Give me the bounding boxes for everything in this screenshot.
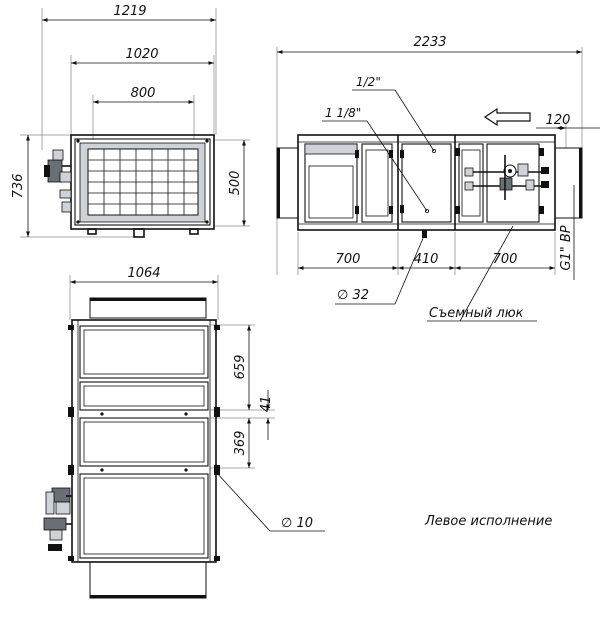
callout-one-eighth: 1 1/8" — [322, 106, 428, 212]
dim-side-outlet: 120 — [536, 113, 600, 130]
dim-section-left: 700 — [298, 252, 398, 270]
side-view: 2233 120 700 410 700 — [276, 35, 600, 322]
dim-label: 1219 — [113, 4, 146, 19]
callout-drain-diameter: ∅ 32 — [335, 235, 425, 305]
filter-grid — [87, 148, 199, 216]
dim-front-opening-height: 500 — [228, 140, 246, 226]
dim-front-width-outer: 1219 — [42, 4, 216, 22]
callout-label: ∅ 32 — [337, 288, 369, 303]
front-view: 1219 1020 800 736 500 — [11, 4, 250, 238]
callout-half-inch: 1/2" — [352, 75, 435, 152]
dim-label: 410 — [414, 252, 439, 267]
valve-assembly-icon — [44, 149, 72, 213]
callout-thread-g1: G1" ВР — [559, 185, 575, 280]
callout-mount-hole: ∅ 10 — [215, 471, 325, 532]
valve-assembly-icon — [43, 487, 72, 551]
dim-front-width-mid: 1020 — [71, 47, 214, 65]
dim-label: 41 — [259, 396, 274, 413]
callout-label: G1" ВР — [559, 225, 574, 270]
mixing-unit-icon — [464, 155, 549, 200]
dim-label: 700 — [336, 252, 361, 267]
callout-removable-hatch: Съемный люк — [427, 225, 537, 322]
dim-label: 1064 — [127, 266, 160, 281]
callout-label: 1/2" — [356, 75, 381, 89]
callout-label: Съемный люк — [429, 306, 524, 321]
version-note: Левое исполнение — [424, 514, 552, 529]
dim-top-gap: 41 — [259, 390, 274, 440]
dim-label: 1020 — [125, 47, 158, 62]
dim-label: 659 — [233, 355, 248, 380]
dim-label: 500 — [228, 171, 243, 196]
dim-front-width-inner: 800 — [93, 86, 194, 104]
arrow-left-icon — [483, 107, 531, 127]
dim-top-segment-2: 369 — [233, 418, 251, 468]
dim-section-right: 700 — [455, 252, 555, 270]
dim-label: 800 — [131, 86, 156, 101]
dim-label: 120 — [546, 113, 571, 128]
dim-top-segment-1: 659 — [233, 325, 251, 410]
dim-section-middle: 410 — [398, 252, 455, 270]
dim-label: 736 — [11, 174, 26, 199]
callout-label: ∅ 10 — [281, 516, 313, 531]
dim-label: 700 — [493, 252, 518, 267]
dim-front-height: 736 — [11, 135, 30, 237]
top-view: 1064 659 41 369 — [43, 266, 325, 599]
dim-label: 369 — [233, 431, 248, 456]
dim-top-width: 1064 — [70, 266, 218, 284]
dim-label: 2233 — [413, 35, 446, 50]
dim-side-total: 2233 — [277, 35, 582, 54]
callout-label: 1 1/8" — [325, 106, 361, 120]
